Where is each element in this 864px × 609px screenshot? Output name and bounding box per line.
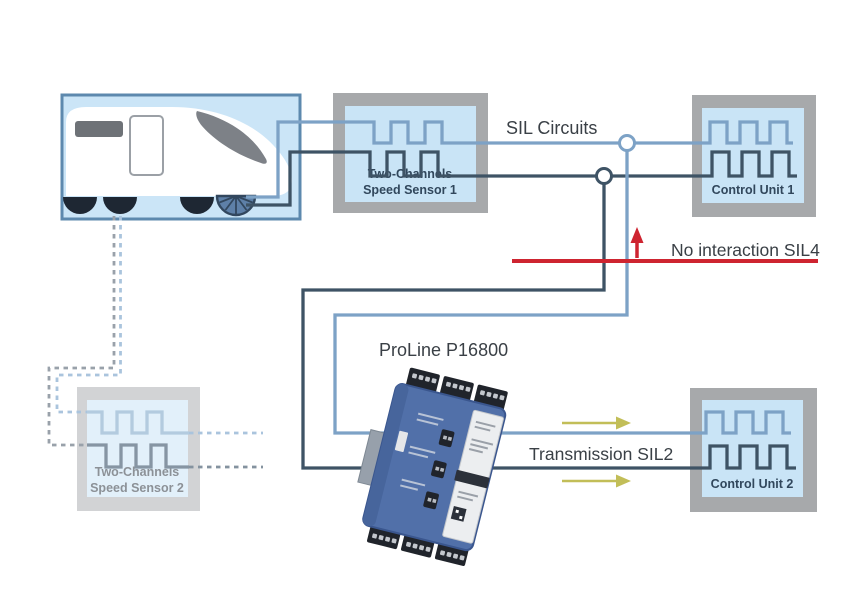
train-door xyxy=(129,115,164,176)
speed-sensor-2-label-line2: Speed Sensor 2 xyxy=(90,481,184,495)
speed-sensor-1-label-line1: Two-Channels xyxy=(368,167,453,181)
device-front-markings xyxy=(394,412,455,510)
junction-node-light xyxy=(618,134,636,152)
train-wheel-1 xyxy=(63,197,97,214)
train-illustration xyxy=(60,93,302,221)
device-badge xyxy=(454,469,490,489)
light-channel-wire xyxy=(246,120,793,199)
yellow-right-arrow-bottom-icon xyxy=(562,474,631,488)
control-unit-2-label: Control Unit 2 xyxy=(711,477,794,491)
junction-node-dark xyxy=(595,167,613,185)
sensor2-input-wire-blue-dashed xyxy=(55,216,122,414)
sil4-barrier xyxy=(512,227,818,263)
control-unit-1-label: Control Unit 1 xyxy=(712,183,795,197)
yellow-right-arrow-top-icon xyxy=(562,416,631,430)
train-window-band xyxy=(75,121,123,137)
no-interaction-sil4-label: No interaction SIL4 xyxy=(671,240,820,260)
sensor2-wave-light xyxy=(87,410,189,435)
sensor2-wave-dark xyxy=(87,443,189,469)
proline-device xyxy=(357,367,508,566)
device-left-edge xyxy=(363,383,409,527)
dark-channel-branch-wire xyxy=(301,184,796,470)
train-wheel-3 xyxy=(180,197,214,214)
transmission-sil2-label: Transmission SIL2 xyxy=(529,444,673,464)
dark-channel-wire xyxy=(246,150,797,207)
train-nose xyxy=(196,111,267,164)
speed-sensor-wheel-icon xyxy=(215,194,257,217)
sensor2-dashed-wiring xyxy=(47,216,263,469)
sensor2-input-wire-gray-dashed xyxy=(47,216,116,447)
device-qr-code-icon xyxy=(450,506,467,522)
speed-sensor-1-label-line2: Speed Sensor 1 xyxy=(363,183,457,197)
speed-sensor-2-box: Two-Channels Speed Sensor 2 xyxy=(77,387,200,511)
red-up-arrow-icon xyxy=(630,227,644,258)
train-wheel-2 xyxy=(103,197,137,214)
light-channel-branch-wire xyxy=(333,151,791,435)
proline-model-label: ProLine P16800 xyxy=(379,340,508,360)
device-label-panel xyxy=(442,409,504,544)
sil-circuits-label: SIL Circuits xyxy=(506,118,597,138)
